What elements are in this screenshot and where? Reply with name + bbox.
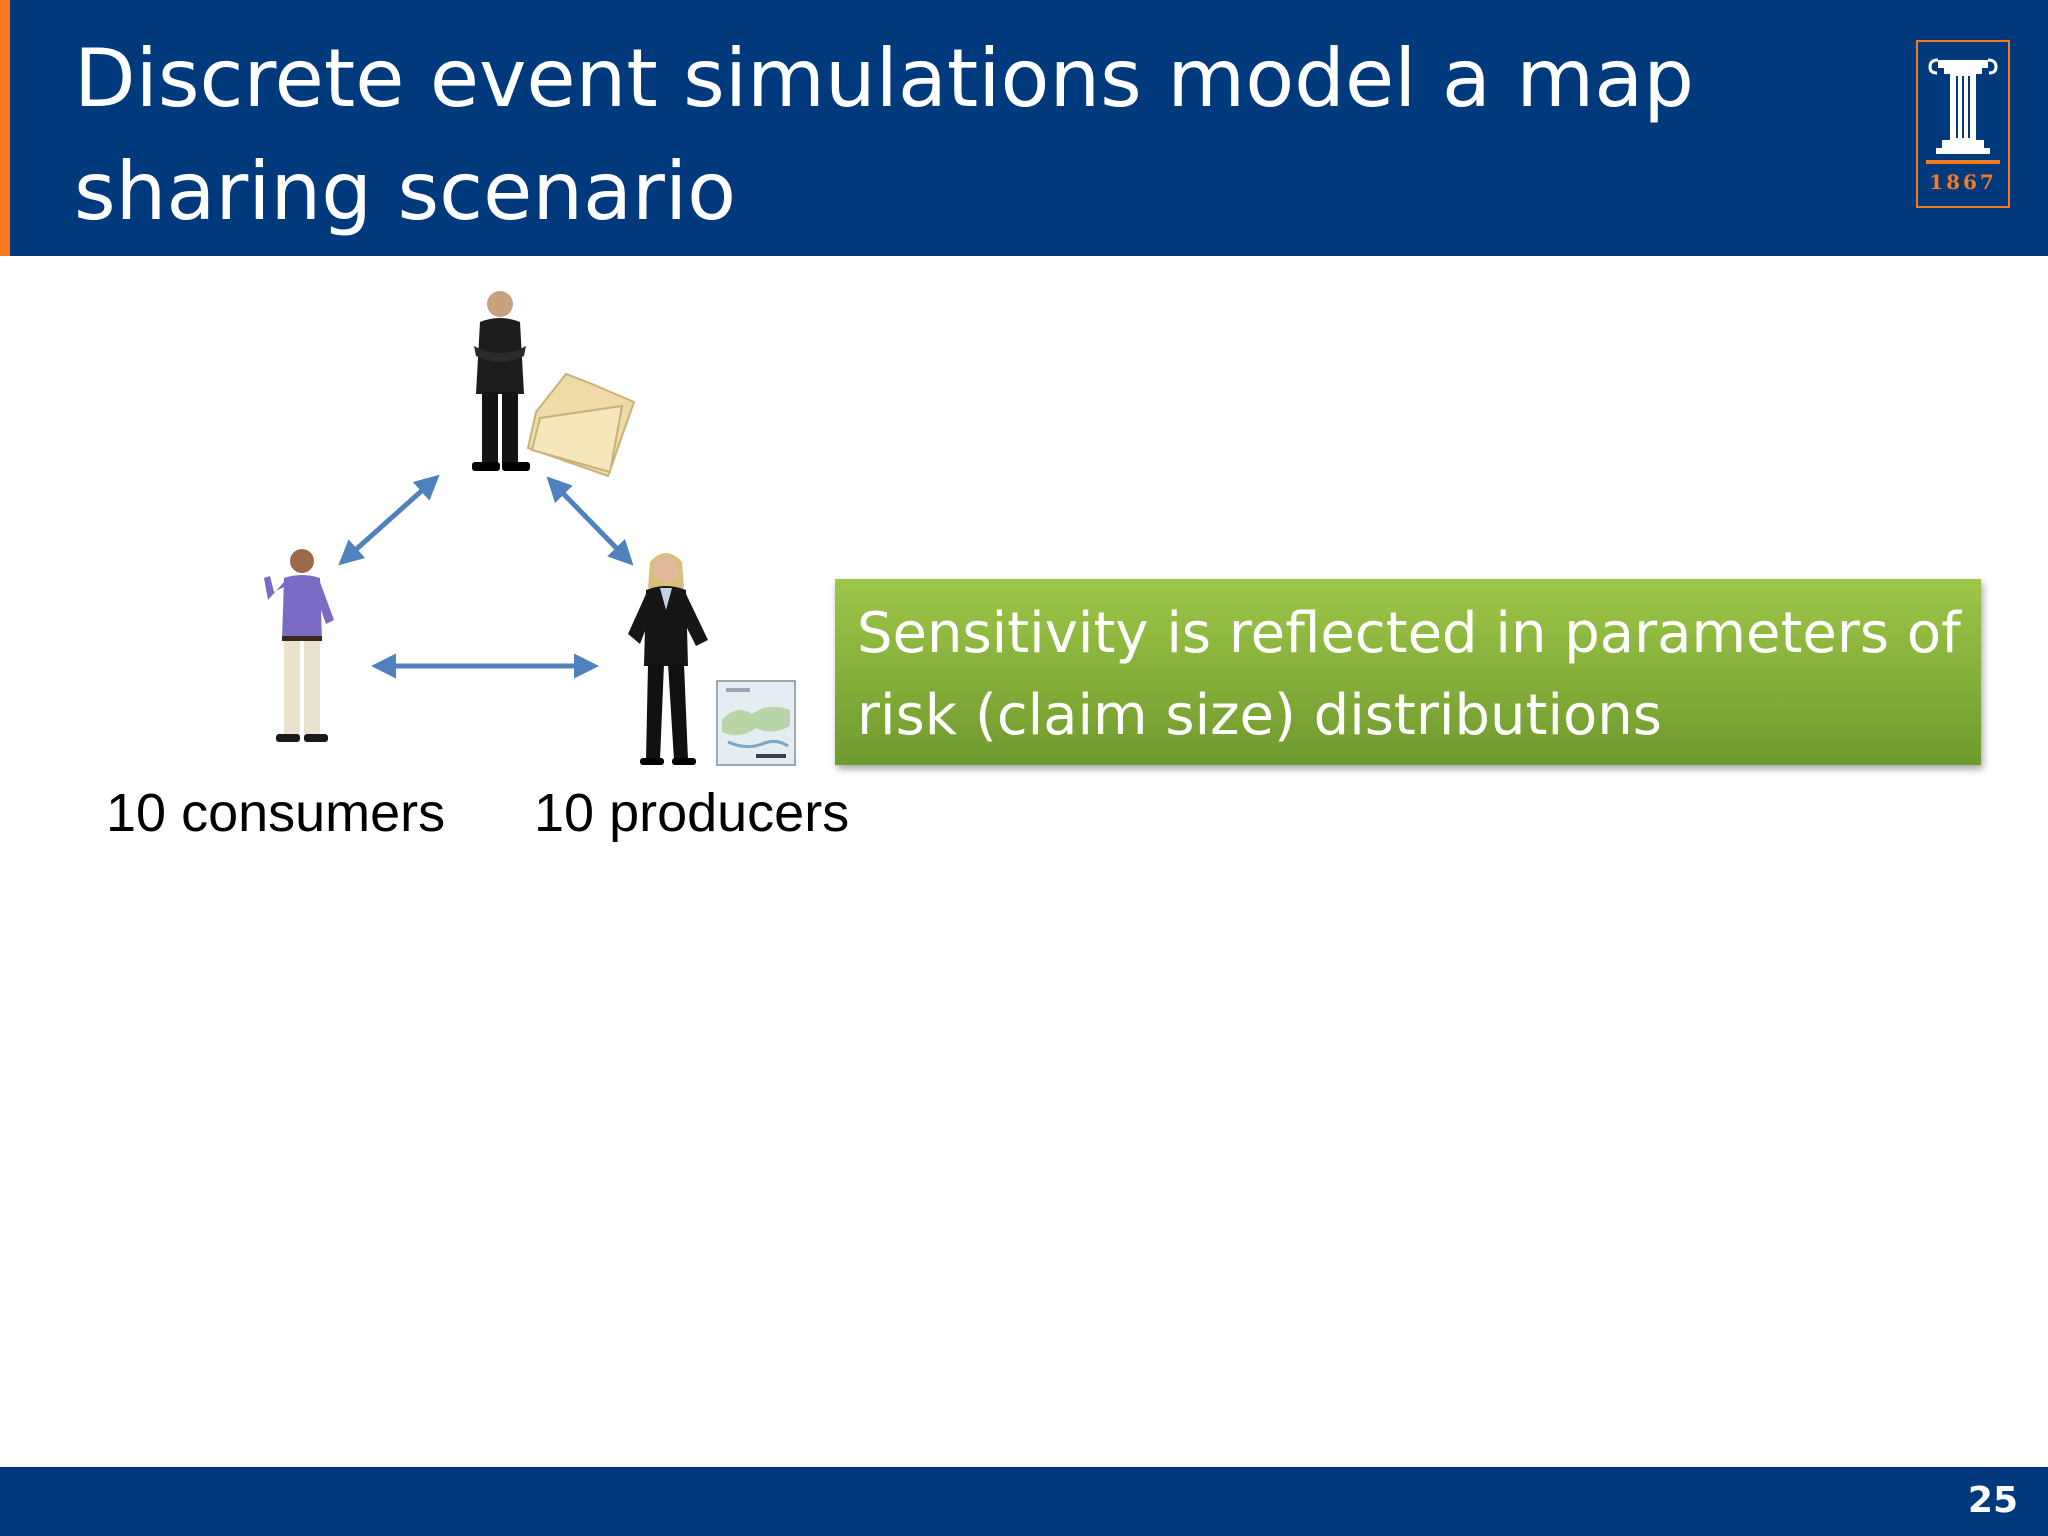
footer-bar: 25 [0,1467,2048,1536]
relationship-arrows [338,474,634,679]
title-bar: Discrete event simulations model a map s… [0,0,2048,256]
callout-text: Sensitivity is reflected in parameters o… [857,601,1961,748]
logo-year: 1867 [1929,170,1997,194]
accent-stripe [0,0,10,256]
producer-figure [628,553,708,765]
consumer-figure [264,549,334,742]
folder-icon [526,372,636,478]
producers-label: 10 producers [534,783,850,843]
university-logo: 1867 [1916,40,2010,208]
arrow-manager-producer [546,476,634,566]
slide-title: Discrete event simulations model a map s… [74,32,1694,238]
map-icon [716,680,796,766]
manager-figure [472,291,530,471]
arrow-consumer-manager [338,474,440,566]
page-number: 25 [1967,1480,2018,1521]
column-icon [1926,58,2000,164]
sensitivity-callout: Sensitivity is reflected in parameters o… [835,579,1981,765]
consumers-label: 10 consumers [106,783,446,843]
